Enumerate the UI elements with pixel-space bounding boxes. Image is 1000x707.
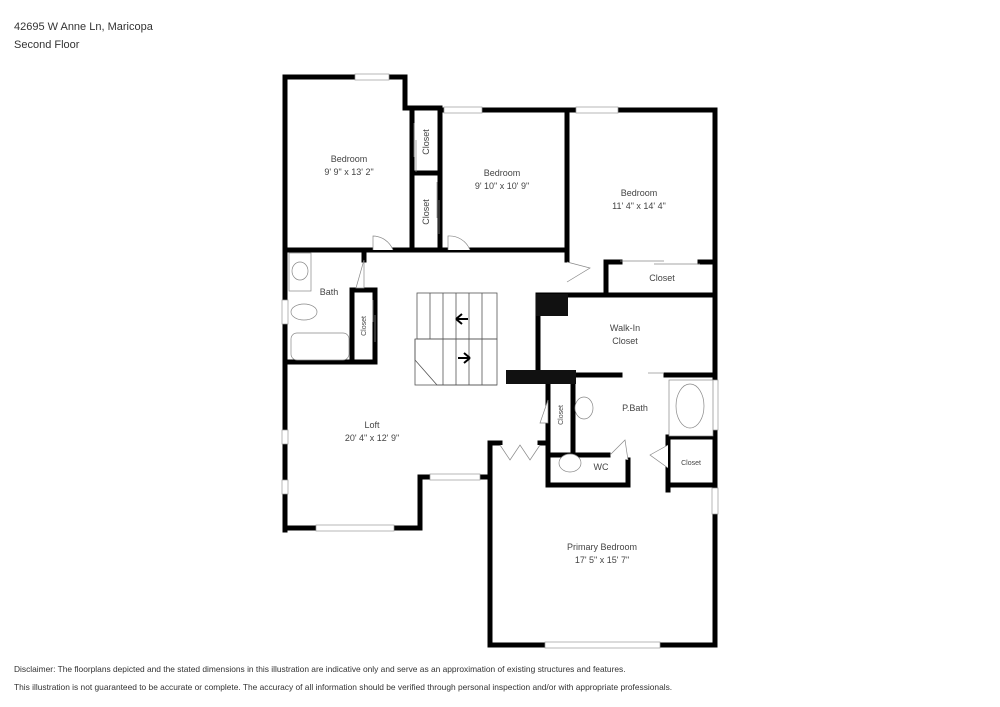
loft-name: Loft bbox=[364, 420, 380, 430]
closet-b3-label: Closet bbox=[649, 273, 675, 283]
staircase bbox=[414, 292, 498, 386]
walls bbox=[282, 74, 718, 648]
disclaimer-line2: This illustration is not guaranteed to b… bbox=[14, 682, 673, 692]
pbath-label: P.Bath bbox=[622, 403, 648, 413]
bedroom3-dims: 11' 4" x 14' 4" bbox=[612, 201, 666, 211]
bedroom1-name: Bedroom bbox=[331, 154, 368, 164]
loft-dims: 20' 4" x 12' 9" bbox=[345, 433, 399, 443]
closet-pbath-label: Closet bbox=[558, 405, 565, 425]
floor-title: Second Floor bbox=[14, 39, 80, 51]
stair-arrow-left-icon bbox=[455, 313, 468, 325]
primary-dims: 17' 5" x 15' 7" bbox=[575, 555, 629, 565]
stair-arrow-right-icon bbox=[458, 352, 471, 364]
closet-bath-label: Closet bbox=[361, 316, 368, 336]
primary-name: Primary Bedroom bbox=[567, 542, 637, 552]
bedroom2-dims: 9' 10" x 10' 9" bbox=[475, 181, 529, 191]
bath-label: Bath bbox=[320, 287, 339, 297]
doors[interactable] bbox=[355, 235, 669, 469]
disclaimer-line1: Disclaimer: The floorplans depicted and … bbox=[14, 664, 626, 674]
closet-doors[interactable] bbox=[372, 123, 700, 374]
address-title: 42695 W Anne Ln, Maricopa bbox=[14, 21, 153, 33]
closet-primary-label: Closet bbox=[681, 460, 701, 467]
stair-block bbox=[536, 294, 568, 316]
walkin-line2: Closet bbox=[612, 336, 638, 346]
bedroom3-name: Bedroom bbox=[621, 188, 658, 198]
stair-block bbox=[506, 370, 576, 384]
walkin-line1: Walk-In bbox=[610, 323, 640, 333]
closet-b1-label: Closet bbox=[421, 129, 431, 155]
wc-label: WC bbox=[594, 462, 609, 472]
windows bbox=[281, 73, 719, 649]
closet-b2-label: Closet bbox=[421, 199, 431, 225]
bedroom1-dims: 9' 9" x 13' 2" bbox=[324, 167, 373, 177]
fixtures bbox=[288, 252, 714, 473]
bedroom2-name: Bedroom bbox=[484, 168, 521, 178]
